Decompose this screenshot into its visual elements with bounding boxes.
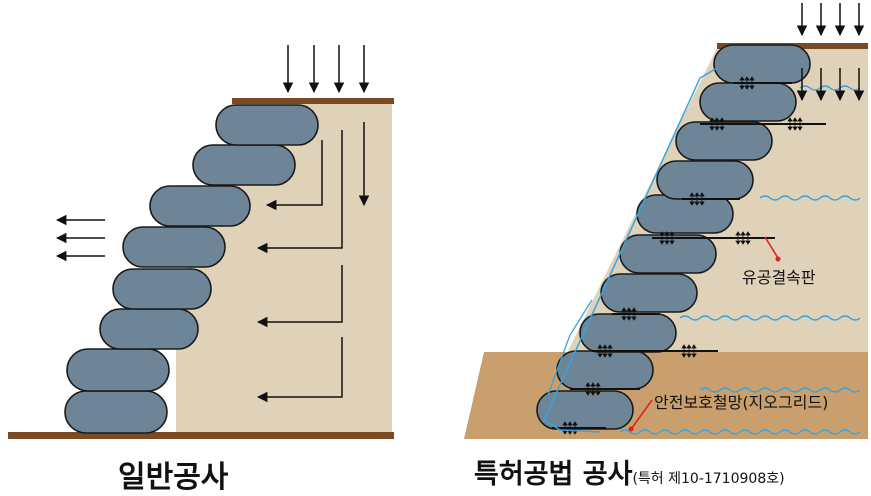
ground-base (8, 432, 394, 439)
tension-arrow (602, 344, 608, 358)
patent-method-caption: 특허공법 공사(특허 제10-1710908호) (474, 452, 785, 491)
tension-arrow (749, 76, 755, 90)
tension-arrow (740, 231, 746, 245)
tension-arrow (659, 231, 665, 245)
tension-arrow (735, 231, 741, 245)
sandbag (675, 121, 773, 161)
tension-arrow (585, 382, 591, 396)
load-arrows-down (796, 3, 865, 102)
geogrid-line (699, 387, 861, 393)
safety-net-label: 안전보호철망(지오그리드) (654, 393, 828, 412)
load-arrows-down (282, 45, 370, 94)
tension-arrow (631, 307, 637, 321)
safety-net-outline (543, 67, 718, 433)
tension-arrow (709, 117, 715, 131)
tension-arrow (681, 344, 687, 358)
net-label-pointer (631, 399, 653, 429)
sandbag (122, 226, 226, 268)
sandbag (579, 313, 677, 353)
sandbag (699, 82, 797, 122)
sandbag (636, 194, 734, 234)
sandbag (713, 44, 811, 84)
tension-arrow (691, 344, 697, 358)
plate-label-dot (775, 256, 781, 262)
general-method-panel (8, 45, 394, 439)
tension-arrow (797, 117, 803, 131)
sandbag (66, 348, 170, 392)
net-label-dot (628, 426, 634, 432)
outward-push-arrows (55, 214, 105, 262)
tension-arrow (719, 117, 725, 131)
sandbag (112, 268, 212, 310)
geogrid-line (679, 315, 861, 321)
geogrid-line (759, 195, 861, 201)
tension-arrow (590, 382, 596, 396)
tension-arrow (607, 344, 613, 358)
plate-label-pointer (764, 236, 779, 259)
tension-arrow (669, 231, 675, 245)
patent-number-note: (특허 제10-1710908호) (632, 471, 785, 487)
geogrid-line (799, 85, 861, 91)
top-plate (232, 98, 394, 104)
tension-arrow (787, 117, 793, 131)
earth-pressure-arrows (256, 122, 370, 403)
perforated-plates (552, 76, 826, 435)
sandbag (215, 104, 319, 146)
sandbag (656, 160, 754, 200)
sandbag (99, 308, 199, 350)
tension-arrow (689, 192, 695, 206)
patent-method-panel: 유공결속판 안전보호철망(지오그리드) (464, 3, 868, 439)
tension-arrow (739, 76, 745, 90)
sandbag-stack (536, 44, 811, 430)
tension-arrow (694, 192, 700, 206)
tension-arrow (792, 117, 798, 131)
tension-arrow (664, 231, 670, 245)
patent-method-title: 특허공법 공사 (474, 459, 633, 490)
sandbag-stack (64, 104, 319, 434)
safety-net-inner (547, 299, 593, 396)
tension-arrow (595, 382, 601, 396)
sandbag (192, 144, 296, 186)
tension-arrow (745, 231, 751, 245)
tension-arrow (714, 117, 720, 131)
sandbag (600, 273, 698, 313)
tension-arrow (699, 192, 705, 206)
tension-arrow (744, 76, 750, 90)
sandbag (536, 390, 634, 430)
tension-arrow (621, 307, 627, 321)
geogrid-lines (619, 85, 861, 435)
tension-arrow (626, 307, 632, 321)
tension-arrow (597, 344, 603, 358)
sandbag (149, 185, 251, 227)
perforated-plate-label: 유공결속판 (742, 268, 816, 287)
tension-arrow (686, 344, 692, 358)
general-method-caption: 일반공사 (118, 460, 229, 495)
geogrid-line (619, 429, 861, 435)
sandbag (64, 390, 168, 434)
